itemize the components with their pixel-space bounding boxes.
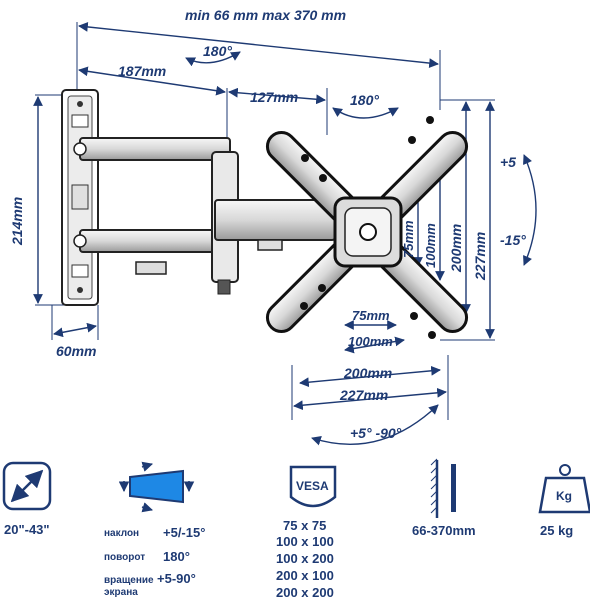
swivel1-label: 180°: [203, 43, 232, 59]
vesa-value-5: 200 x 200: [276, 585, 334, 600]
articulating-arms: [73, 137, 336, 295]
rotation-value: +5-90°: [157, 571, 196, 586]
tilt-up-label: +5: [500, 154, 516, 170]
tilt-label: наклон: [104, 528, 140, 539]
tilt-down-label: -15°: [500, 232, 526, 248]
vesa-value-1: 75 x 75: [283, 518, 327, 533]
plate-height-label: 214mm: [9, 197, 25, 246]
vesa-value-4: 200 x 100: [276, 568, 334, 583]
screen-size-value: 20"-43": [4, 522, 50, 537]
vesa-h227-label: 227mm: [339, 387, 388, 403]
vesa-v100-label: 100mm: [423, 223, 438, 268]
swivel-label: поворот: [104, 552, 146, 563]
swivel-value: 180°: [163, 549, 190, 564]
rotation-label-2: экрана: [104, 587, 138, 598]
vesa-icon-text: VESA: [296, 479, 329, 493]
depth-label: 60mm: [56, 343, 96, 359]
rotation-label: +5° -90°: [350, 425, 402, 441]
weight-icon-text: Kg: [556, 489, 572, 503]
wall-plate: [61, 89, 99, 306]
vesa-value-2: 100 x 100: [276, 534, 334, 549]
wall-distance-icon: [430, 458, 456, 518]
tilt-value: +5/-15°: [163, 525, 206, 540]
arm2-label: 127mm: [250, 89, 298, 105]
vesa-plate: [265, 116, 469, 339]
vesa-value-3: 100 x 200: [276, 551, 334, 566]
vesa-v227-label: 227mm: [472, 232, 488, 281]
vesa-h100-label: 100mm: [348, 334, 393, 349]
arm1-label: 187mm: [118, 63, 166, 79]
weight-icon: Kg: [538, 464, 590, 514]
swivel2-label: 180°: [350, 92, 379, 108]
max-load-value: 25 kg: [540, 523, 574, 538]
dimension-arrows: [33, 22, 537, 446]
screen-size-icon: [2, 461, 52, 511]
vesa-v200-label: 200mm: [448, 224, 464, 273]
wall-distance-value: 66-370mm: [412, 523, 476, 538]
tilt-swivel-icon: [118, 461, 195, 513]
rotation-label-1: вращение: [104, 575, 154, 586]
vesa-h200-label: 200mm: [343, 365, 392, 381]
vesa-v75-label: 75mm: [401, 220, 416, 258]
vesa-icon: VESA: [289, 465, 337, 508]
vesa-h75-label: 75mm: [352, 308, 390, 323]
range-label: min 66 mm max 370 mm: [185, 7, 346, 23]
extension-lines: [35, 22, 495, 420]
